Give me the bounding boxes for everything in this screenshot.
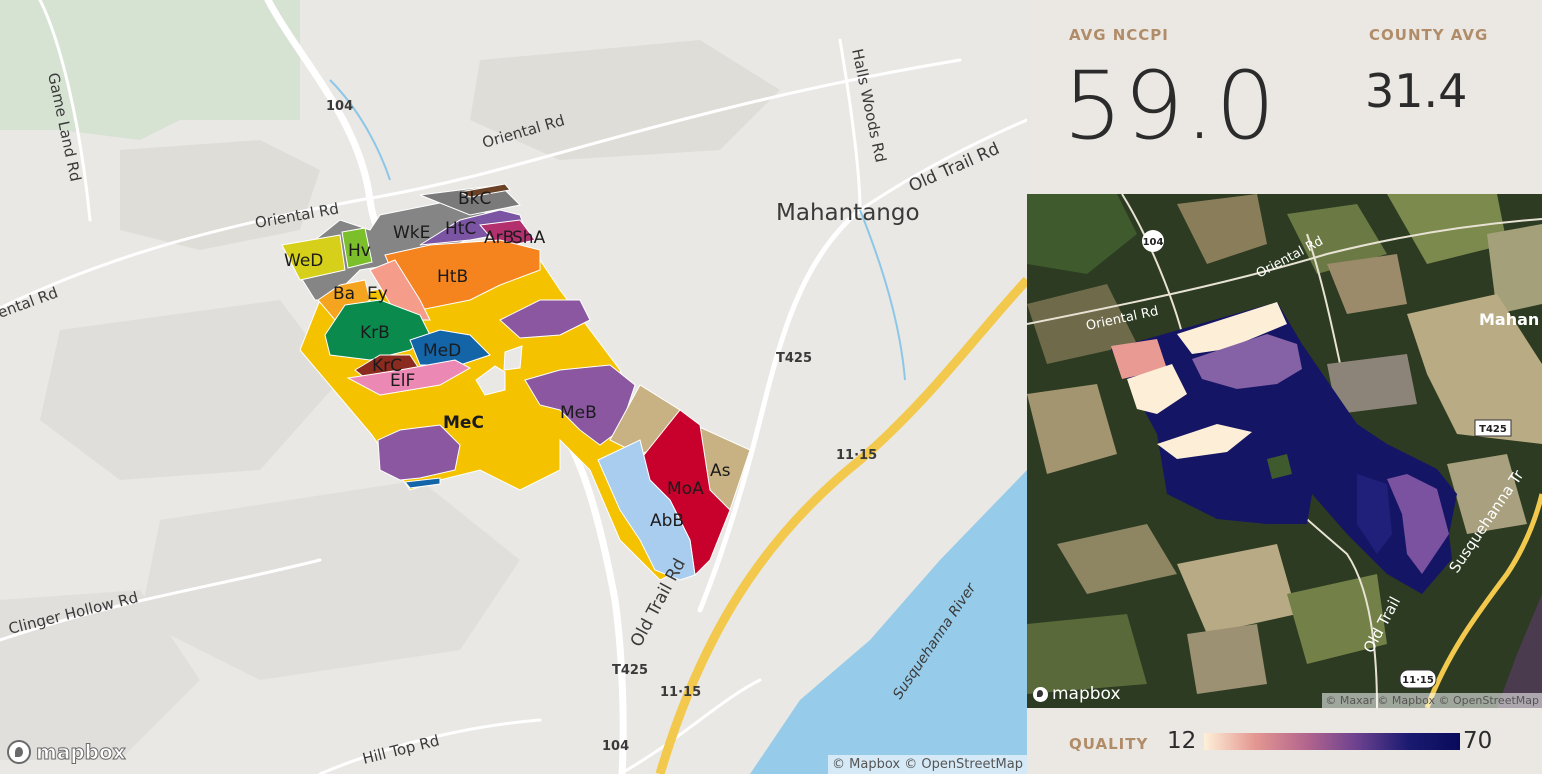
terrain-shade xyxy=(40,300,340,480)
soil-label: Ba xyxy=(333,284,355,304)
soil-poly-hv xyxy=(341,227,373,269)
road-label-oriental-rd: ental Rd xyxy=(0,283,60,321)
soil-poly-weD xyxy=(281,234,346,281)
soil-poly-purple-east xyxy=(499,299,591,339)
soil-label: KrC xyxy=(372,356,402,376)
mapbox-logo-icon xyxy=(1033,686,1048,702)
side-panel: AVG NCCPI 59.0 COUNTY AVG 31.4 xyxy=(1027,0,1542,774)
legend-max: 70 xyxy=(1463,728,1493,754)
soil-label: MeD xyxy=(423,341,461,361)
soil-label: HtB xyxy=(437,267,468,287)
terrain-shade xyxy=(0,590,200,760)
soil-label: As xyxy=(710,461,731,481)
soil-poly-htc xyxy=(419,209,526,246)
avg-nccpi-label: AVG NCCPI xyxy=(1069,26,1169,44)
mapbox-logo[interactable]: mapbox xyxy=(7,740,127,765)
susquehanna-river xyxy=(750,470,1027,774)
soil-label: BkC xyxy=(458,189,491,209)
satellite-fields xyxy=(1027,194,1542,694)
soil-map-canvas: BkC WkE HtC ArB ShA WeD Hv HtB Ba Ey KrB… xyxy=(0,0,1027,774)
terrain-shade xyxy=(120,140,320,250)
satellite-map[interactable]: 104 Oriental Rd Oriental Rd Mahan T425 O… xyxy=(1027,194,1542,708)
game-land-area xyxy=(0,0,300,140)
road-label-hill-top-rd: Hill Top Rd xyxy=(361,731,442,767)
avg-nccpi-value: 59.0 xyxy=(1063,52,1277,161)
satellite-attribution[interactable]: © Maxar © Mapbox © OpenStreetMap xyxy=(1322,693,1542,708)
satellite-place-label: Mahan xyxy=(1479,310,1539,329)
legend-label: QUALITY xyxy=(1069,735,1149,753)
route-label: 104 xyxy=(326,99,353,114)
soil-polygons xyxy=(281,183,751,581)
soil-label: WkE xyxy=(393,223,430,243)
satellite-highway xyxy=(1424,493,1542,708)
satellite-mapbox-logo[interactable]: mapbox xyxy=(1033,684,1121,704)
soil-poly-purple-sw xyxy=(377,424,461,481)
quality-legend: QUALITY 12 70 xyxy=(1027,708,1542,774)
satellite-river xyxy=(1497,594,1542,708)
soil-poly-elf xyxy=(346,359,472,396)
satellite-buildings xyxy=(1327,354,1417,414)
soil-label: ElF xyxy=(390,371,415,391)
place-label-mahantango: Mahantango xyxy=(776,200,920,226)
route-label: 104 xyxy=(602,739,629,754)
soil-map[interactable]: BkC WkE HtC ArB ShA WeD Hv HtB Ba Ey KrB… xyxy=(0,0,1027,774)
soil-label: MoA xyxy=(667,479,704,499)
soil-label: ShA xyxy=(512,228,546,248)
satellite-map-canvas: 104 Oriental Rd Oriental Rd Mahan T425 O… xyxy=(1027,194,1542,708)
soil-label: Hv xyxy=(348,241,371,261)
soil-label: Ey xyxy=(367,284,388,304)
legend-gradient-bar xyxy=(1204,733,1460,750)
us-11-15-highway xyxy=(655,276,1027,774)
mapbox-logo-icon xyxy=(7,740,31,764)
soil-label: MeB xyxy=(560,403,597,423)
soil-label: HtC xyxy=(445,219,476,239)
satellite-route-label: 11·15 xyxy=(1402,675,1434,686)
county-avg-label: COUNTY AVG xyxy=(1369,26,1489,44)
legend-min: 12 xyxy=(1167,728,1197,754)
route-label: T425 xyxy=(776,351,812,366)
soil-poly-blue-edge xyxy=(404,477,441,489)
map-attribution[interactable]: © Mapbox © OpenStreetMap xyxy=(828,755,1027,774)
soil-poly-hole xyxy=(475,365,506,396)
route-label: T425 xyxy=(612,663,648,678)
soil-label: AbB xyxy=(650,511,684,531)
satellite-route-label: T425 xyxy=(1479,424,1507,435)
soil-poly-hole xyxy=(503,345,523,371)
soil-poly-ba xyxy=(317,279,371,321)
soil-poly-abb xyxy=(597,439,696,581)
county-avg-value: 31.4 xyxy=(1365,64,1468,118)
soil-labels: BkC WkE HtC ArB ShA WeD Hv HtB Ba Ey KrB… xyxy=(284,189,731,531)
stats-panel: AVG NCCPI 59.0 COUNTY AVG 31.4 xyxy=(1027,0,1542,188)
route-label: 11·15 xyxy=(660,685,701,700)
satellite-route-label: 104 xyxy=(1143,237,1164,248)
soil-poly-bkc-edge xyxy=(458,183,511,198)
mapbox-logo-text: mapbox xyxy=(36,740,127,765)
soil-label: ArB xyxy=(484,228,514,248)
stream xyxy=(329,79,906,381)
soil-label: KrB xyxy=(360,323,390,343)
soil-label: MeC xyxy=(443,413,484,433)
nccpi-overlay xyxy=(1111,302,1457,594)
soil-poly-meb xyxy=(524,364,636,446)
soil-label: WeD xyxy=(284,251,323,271)
soil-poly-med xyxy=(409,329,491,366)
road-label-old-trail-rd: Old Trail Rd xyxy=(906,139,1003,197)
satellite-mapbox-logo-text: mapbox xyxy=(1052,684,1121,704)
route-label: 11·15 xyxy=(836,448,877,463)
terrain-shade xyxy=(470,40,780,160)
terrain-shade xyxy=(140,480,520,680)
